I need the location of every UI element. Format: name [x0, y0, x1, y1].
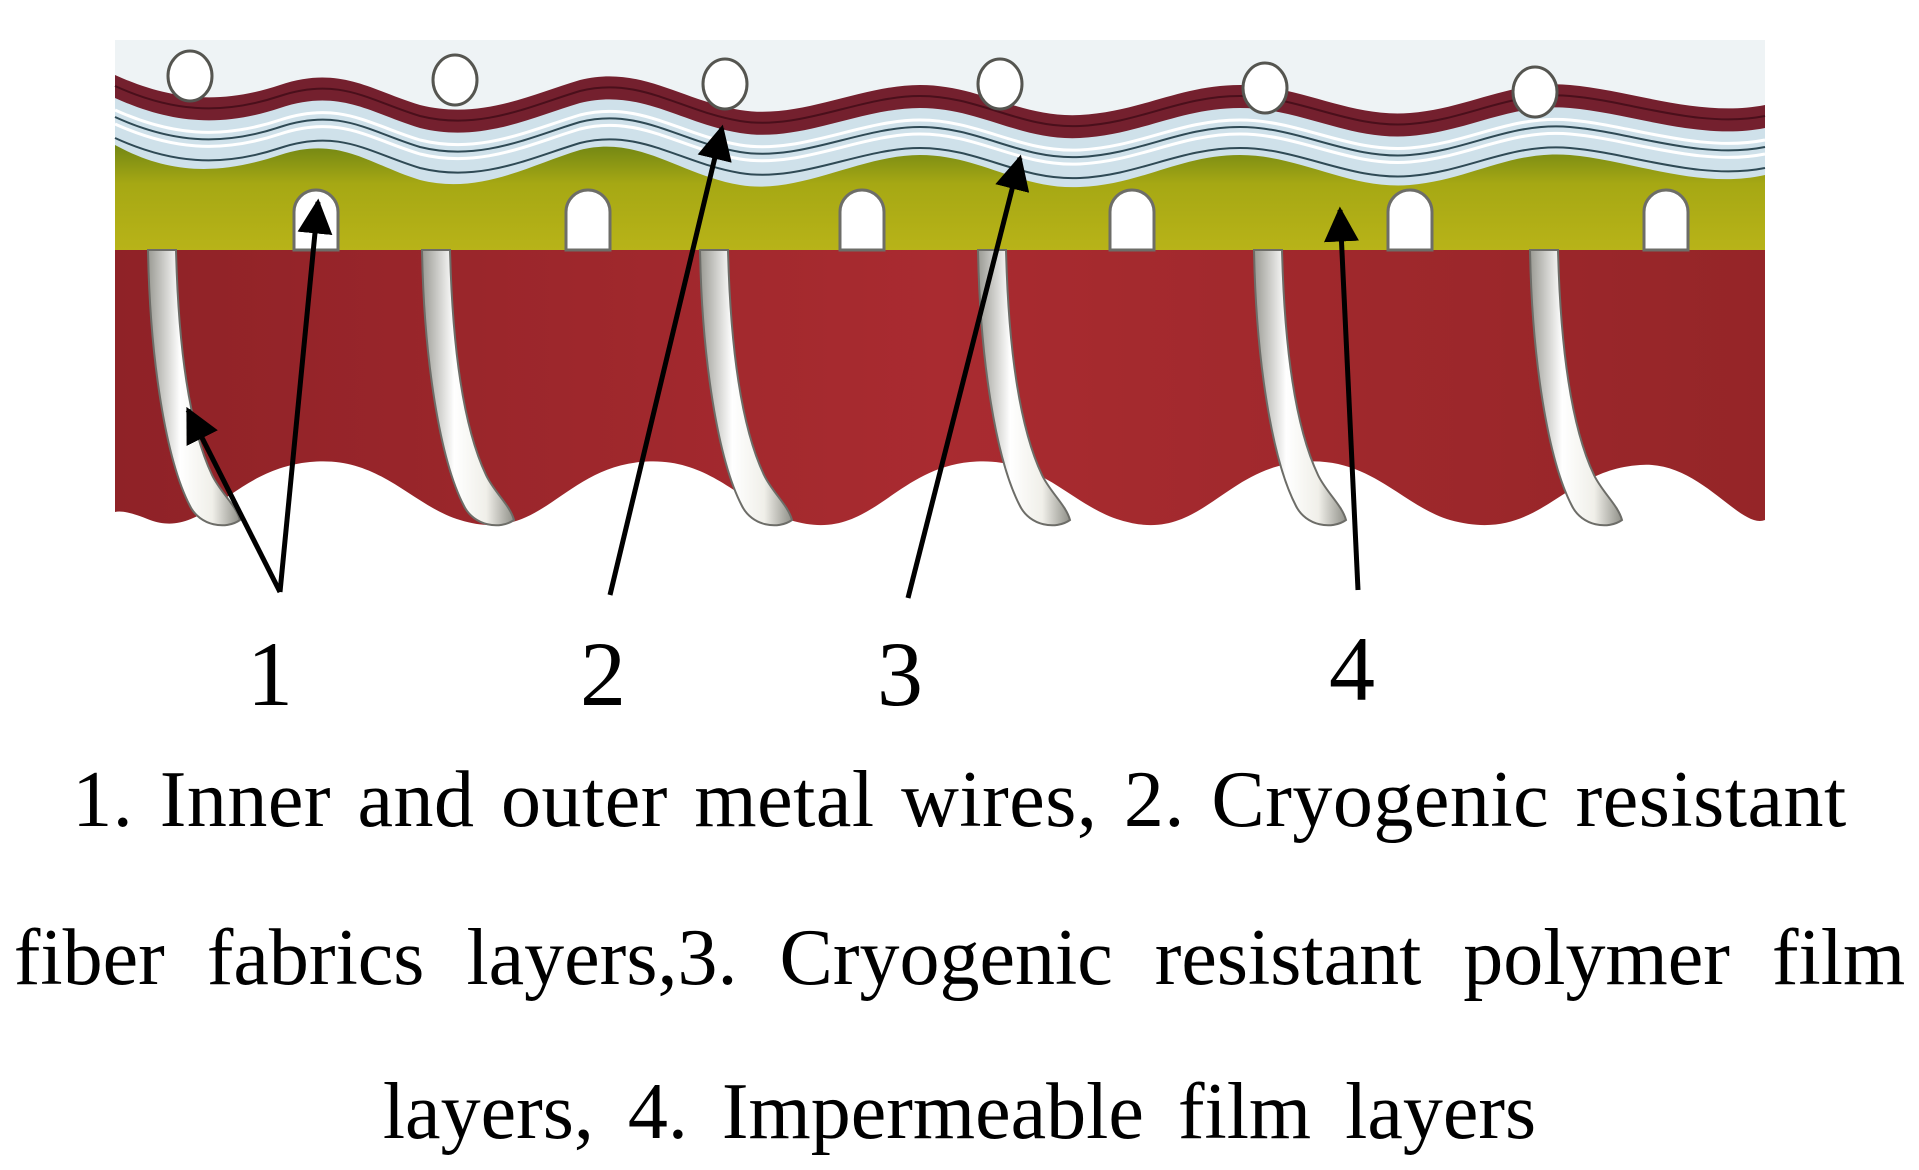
outer-wire-sections [166, 49, 1559, 119]
fiber-fabric-lines [114, 85, 1766, 128]
fiber-fabric-layers [115, 75, 1765, 139]
arrow-1a [185, 406, 283, 594]
label-2: 2 [580, 623, 626, 725]
polymer-film-stripes [114, 108, 1766, 166]
label-3: 3 [877, 623, 923, 725]
caption-line-3: layers, 4. Impermeable film layers [382, 1068, 1537, 1156]
inner-metal-wires [146, 249, 1624, 527]
arrow-4 [1324, 206, 1361, 591]
hose-body [115, 250, 1765, 526]
arrow-3 [905, 154, 1030, 599]
caption-line-2: fiber fabrics layers,3. Cryogenic resist… [13, 914, 1906, 1002]
arrow-1b [277, 198, 333, 593]
label-4: 4 [1329, 618, 1375, 720]
arrow-2 [607, 124, 732, 596]
hose-structure-diagram: 1 2 3 4 [114, 40, 1766, 725]
label-1: 1 [247, 623, 293, 725]
polymer-film-dark-lines [114, 116, 1766, 180]
caption-line-1: 1. Inner and outer metal wires, 2. Cryog… [72, 756, 1847, 844]
leader-arrows [185, 124, 1361, 599]
